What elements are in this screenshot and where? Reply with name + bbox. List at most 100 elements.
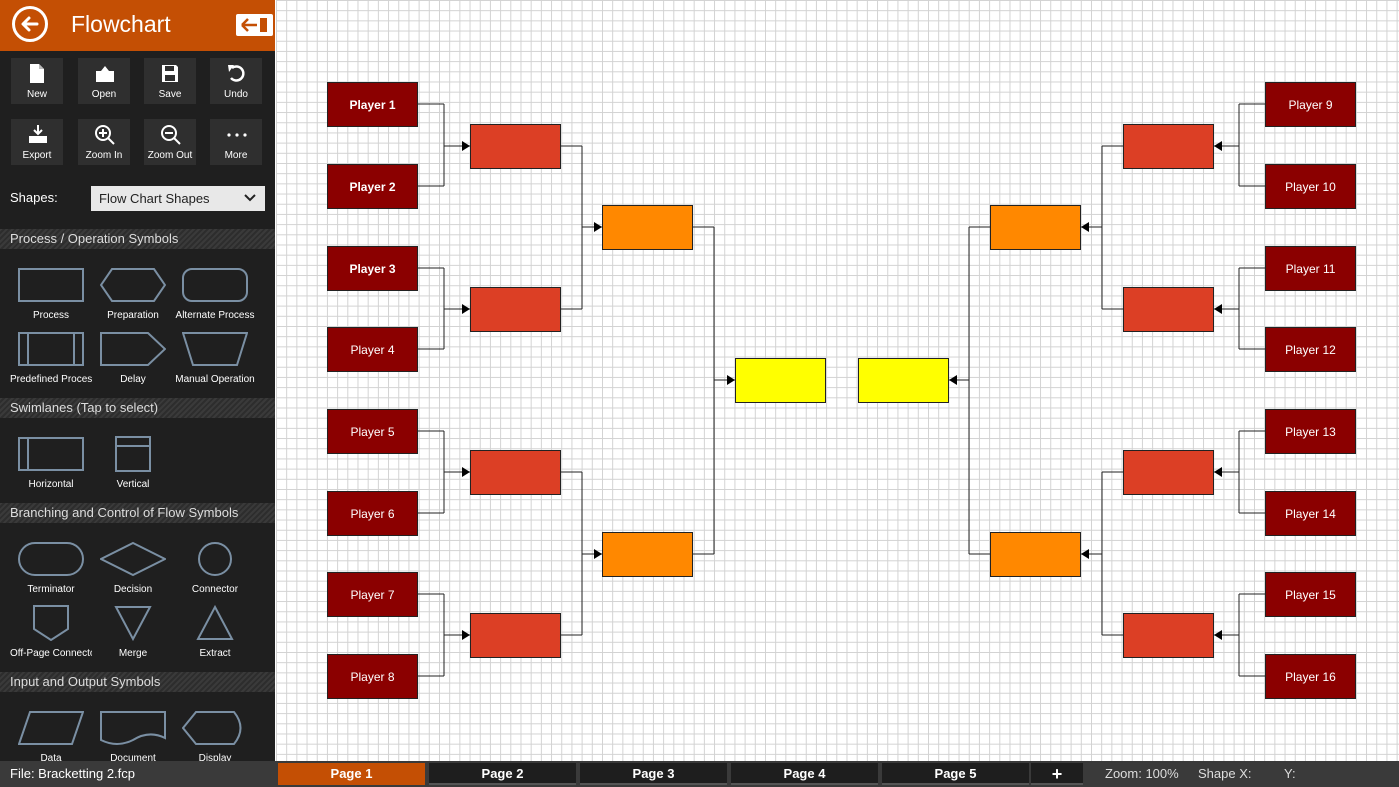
shape-label: Extract xyxy=(199,648,231,659)
preparation-shape-icon xyxy=(100,268,166,302)
final-box-right[interactable] xyxy=(858,357,949,403)
diagram-canvas[interactable]: Player 1 Player 2 Player 3 Player 4 Player 5… xyxy=(276,0,1399,761)
shape-merge[interactable]: Merge xyxy=(92,605,174,665)
arrowhead xyxy=(1214,304,1222,314)
page-tab-3[interactable]: Page 3 xyxy=(580,763,727,785)
player-box-right-1[interactable]: Player 9 xyxy=(1265,81,1356,127)
shape-label: Manual Operation xyxy=(175,374,255,385)
player-box-left-3[interactable]: Player 3 xyxy=(327,245,418,291)
collapse-panel-button[interactable] xyxy=(236,14,273,36)
round2-box-right-4[interactable] xyxy=(1123,612,1214,658)
player-box-left-1[interactable]: Player 1 xyxy=(327,81,418,127)
shape-off-page-connector[interactable]: Off-Page Connector xyxy=(10,605,92,665)
shape-alternate-process[interactable]: Alternate Process xyxy=(174,267,256,327)
arrowhead xyxy=(462,630,470,640)
shape-process[interactable]: Process xyxy=(10,267,92,327)
save-button[interactable]: Save xyxy=(144,58,196,104)
final-box-left[interactable] xyxy=(735,357,826,403)
semifinal-box-left-1[interactable] xyxy=(602,204,693,250)
round2-box-left-4[interactable] xyxy=(470,612,561,658)
shape-predefined-process[interactable]: Predefined Process xyxy=(10,331,92,391)
shape-manual-operation[interactable]: Manual Operation xyxy=(174,331,256,391)
shape-horizontal-swimlane[interactable]: Horizontal xyxy=(10,436,92,496)
page-tab-2[interactable]: Page 2 xyxy=(429,763,576,785)
back-button[interactable] xyxy=(12,6,48,42)
data-shape-icon xyxy=(18,711,84,745)
shape-delay[interactable]: Delay xyxy=(92,331,174,391)
player-box-right-7[interactable]: Player 15 xyxy=(1265,571,1356,617)
semifinal-box-left-2[interactable] xyxy=(602,531,693,577)
collapse-arrow-icon xyxy=(241,18,267,32)
semifinal-box-right-2[interactable] xyxy=(990,531,1081,577)
player-box-right-3[interactable]: Player 11 xyxy=(1265,245,1356,291)
more-icon xyxy=(227,133,247,137)
shape-label: Horizontal xyxy=(28,479,74,490)
shape-display[interactable]: Display xyxy=(174,710,256,761)
player-box-left-4[interactable]: Player 4 xyxy=(327,326,418,372)
round2-box-right-3[interactable] xyxy=(1123,449,1214,495)
round2-box-left-3[interactable] xyxy=(470,449,561,495)
round2-box-left-2[interactable] xyxy=(470,286,561,332)
player-box-left-2[interactable]: Player 2 xyxy=(327,163,418,209)
shape-document[interactable]: Document xyxy=(92,710,174,761)
shape-terminator[interactable]: Terminator xyxy=(10,541,92,601)
shape-label: Terminator xyxy=(27,584,75,595)
section-title: Process / Operation Symbols xyxy=(10,231,179,246)
round2-box-right-2[interactable] xyxy=(1123,286,1214,332)
player-box-left-6[interactable]: Player 6 xyxy=(327,490,418,536)
vertical-swimlane-icon xyxy=(115,436,151,472)
arrowhead xyxy=(1214,467,1222,477)
player-box-left-8[interactable]: Player 8 xyxy=(327,653,418,699)
alternate-process-shape-icon xyxy=(182,268,248,302)
arrowhead xyxy=(462,141,470,151)
zoom-in-button[interactable]: Zoom In xyxy=(78,119,130,165)
more-button[interactable]: More xyxy=(210,119,262,165)
player-box-right-8[interactable]: Player 16 xyxy=(1265,653,1356,699)
export-button[interactable]: Export xyxy=(11,119,63,165)
section-branching-header: Branching and Control of Flow Symbols xyxy=(0,503,275,523)
round2-box-right-1[interactable] xyxy=(1123,123,1214,169)
shape-preparation[interactable]: Preparation xyxy=(92,267,174,327)
section-swimlanes-header: Swimlanes (Tap to select) xyxy=(0,398,275,418)
predefined-process-shape-icon xyxy=(18,332,84,366)
section-io-header: Input and Output Symbols xyxy=(0,672,275,692)
more-label: More xyxy=(224,150,248,161)
page-tab-5[interactable]: Page 5 xyxy=(882,763,1029,785)
shape-label: Data xyxy=(40,753,62,761)
shape-data[interactable]: Data xyxy=(10,710,92,761)
semifinal-box-right-1[interactable] xyxy=(990,204,1081,250)
file-name: File: Bracketting 2.fcp xyxy=(10,766,135,781)
arrowhead xyxy=(1214,141,1222,151)
shape-label: Delay xyxy=(120,374,146,385)
page-tab-4[interactable]: Page 4 xyxy=(731,763,878,785)
arrowhead xyxy=(1214,630,1222,640)
shape-label: Process xyxy=(32,310,70,321)
new-button[interactable]: New xyxy=(11,58,63,104)
manual-operation-shape-icon xyxy=(182,332,248,366)
undo-button[interactable]: Undo xyxy=(210,58,262,104)
zoom-out-button[interactable]: Zoom Out xyxy=(144,119,196,165)
player-box-right-6[interactable]: Player 14 xyxy=(1265,490,1356,536)
shape-label: Alternate Process xyxy=(175,310,255,321)
add-page-button[interactable]: + xyxy=(1031,763,1083,785)
shape-connector[interactable]: Connector xyxy=(174,541,256,601)
shape-extract[interactable]: Extract xyxy=(174,605,256,665)
back-arrow-icon xyxy=(21,16,39,32)
open-button[interactable]: Open xyxy=(78,58,130,104)
shapes-dropdown[interactable]: Flow Chart Shapes xyxy=(91,186,265,211)
player-box-right-5[interactable]: Player 13 xyxy=(1265,408,1356,454)
terminator-shape-icon xyxy=(18,542,84,576)
page-tab-1[interactable]: Page 1 xyxy=(278,763,425,785)
shape-vertical-swimlane[interactable]: Vertical xyxy=(92,436,174,496)
arrowhead xyxy=(949,375,957,385)
zoom-in-icon xyxy=(95,125,115,145)
round2-box-left-1[interactable] xyxy=(470,123,561,169)
shape-label: Preparation xyxy=(107,310,159,321)
player-box-right-4[interactable]: Player 12 xyxy=(1265,326,1356,372)
player-box-left-5[interactable]: Player 5 xyxy=(327,408,418,454)
player-box-right-2[interactable]: Player 10 xyxy=(1265,163,1356,209)
arrowhead xyxy=(462,304,470,314)
player-box-left-7[interactable]: Player 7 xyxy=(327,571,418,617)
decision-shape-icon xyxy=(100,541,166,577)
shape-decision[interactable]: Decision xyxy=(92,541,174,601)
